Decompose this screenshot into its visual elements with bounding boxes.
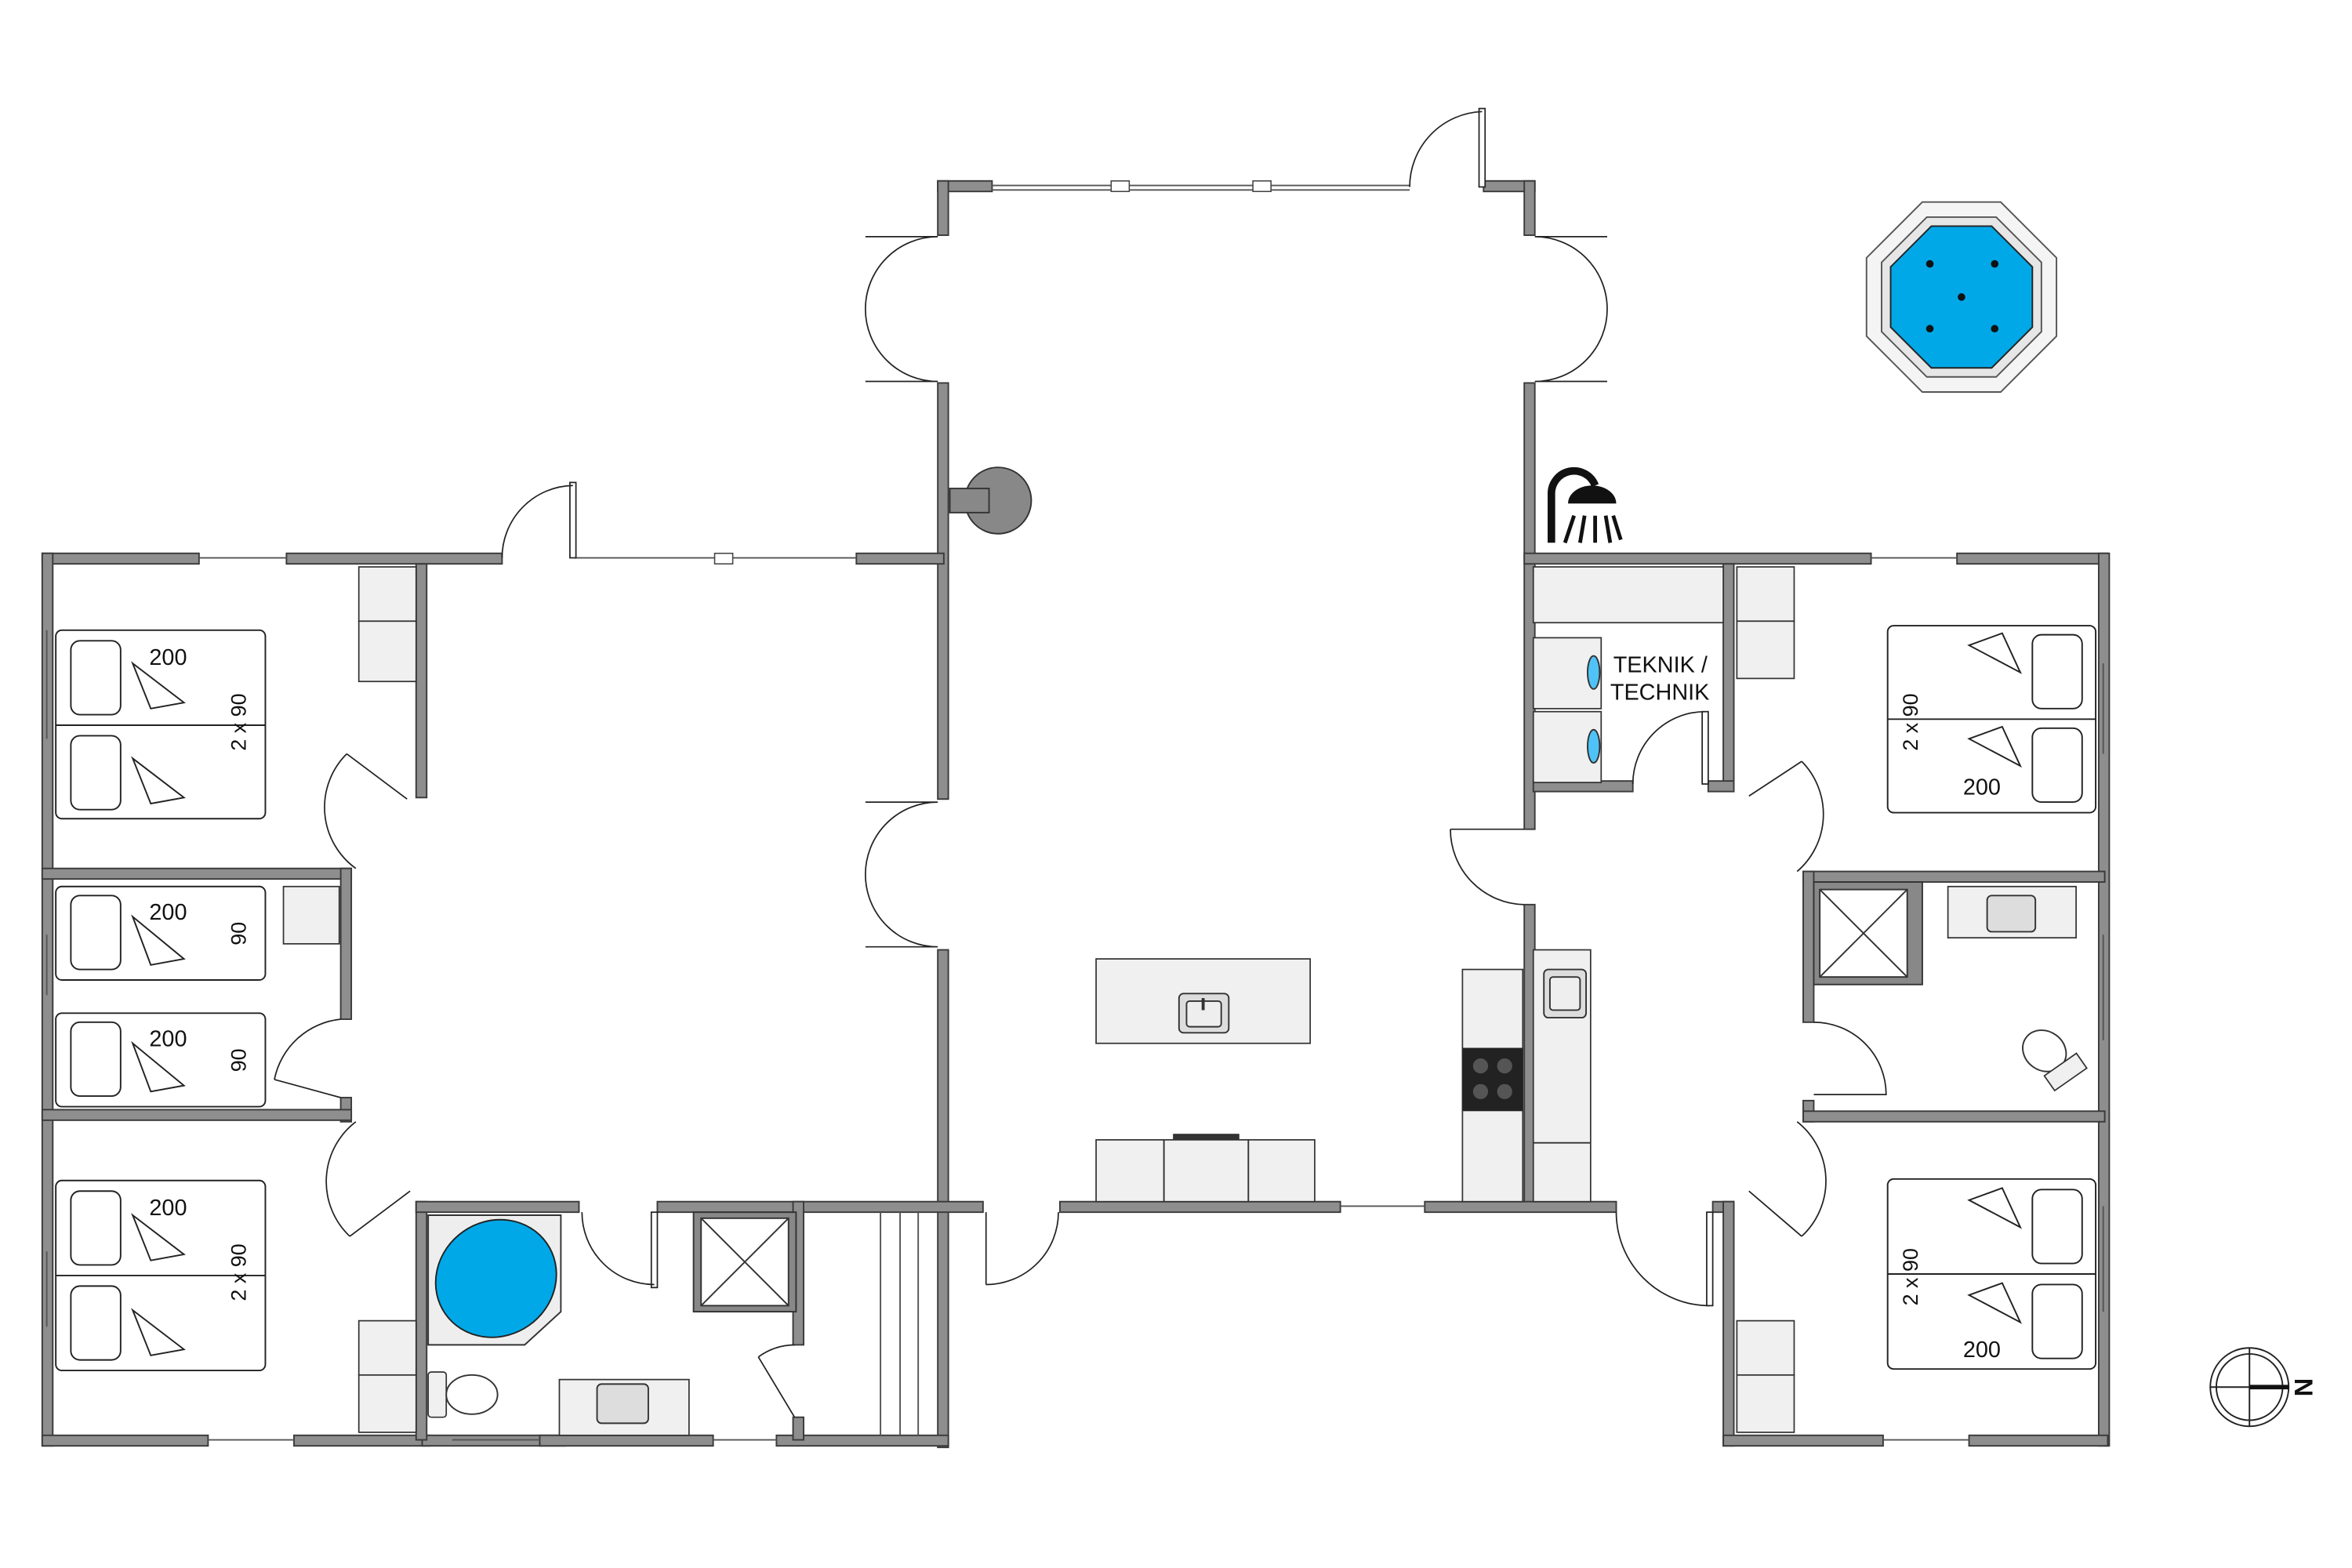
door-bedroom-lm [274,1018,341,1098]
door-bedroom-rt [1748,760,1824,873]
bathroom-left [427,1211,797,1436]
bed-right-bottom: 200 2 x 90 [1886,1178,2097,1370]
doors [274,107,1887,1418]
bed-left-mid1: 200 90 [55,885,267,981]
walls [41,180,2111,1449]
bed-length: 200 [149,900,187,925]
stove-icon [1462,1047,1523,1112]
double-door-left-upper [864,236,938,383]
door-bottom-center [985,1212,1059,1286]
sink-icon [1178,993,1230,1034]
outdoor-shower-icon [1548,466,1623,544]
door-bedroom-lt [324,753,408,869]
door-bathroom [581,1211,659,1289]
room-label-line2: TECHNIK [1610,680,1710,705]
bed-left-top: 200 2 x 90 [55,629,267,820]
cabinets [282,566,1795,1436]
shower-tray-icon [1813,881,1923,985]
bed-width: 2 x 90 [227,1243,250,1301]
bed-length: 200 [149,645,187,670]
kitchen [1095,949,1592,1203]
hot-tub-icon [1865,201,2058,393]
shower-tray-icon [692,1211,797,1313]
door-top-right-entry [1409,107,1486,188]
door-bathroom-inner [757,1344,796,1418]
toilet-icon [427,1371,499,1418]
bed-length: 200 [1963,775,2001,800]
door-bedroom-lb [325,1121,411,1237]
sink-icon [558,1378,690,1436]
double-door-right-upper [1534,236,1608,383]
bed-left-bottom: 200 2 x 90 [55,1179,267,1372]
door-left-wing-entry [501,481,577,559]
bed-length: 200 [149,1196,187,1221]
sink-icon [1543,968,1588,1019]
bathroom-right [1813,881,2088,1092]
washing-machine-icon [1532,637,1602,710]
compass-north-label: N [2289,1378,2318,1397]
door-bath-right [1813,1021,1887,1096]
bed-width: 2 x 90 [227,693,250,750]
compass-icon: N [2209,1347,2318,1428]
bed-length: 200 [149,1027,187,1052]
bed-width: 90 [227,1048,250,1072]
windows [45,180,2104,1441]
toilet-icon [2022,1029,2088,1092]
bed-left-mid2: 200 90 [55,1012,267,1108]
bed-width: 2 x 90 [1899,693,1922,750]
double-door-left-lower [864,801,938,948]
room-label-line1: TEKNIK / [1613,653,1708,678]
fireplace-icon [949,466,1033,535]
sink-icon [1947,885,2077,939]
door-right-hall [1450,828,1525,906]
bed-length: 200 [1963,1338,2001,1363]
bed-right-top: 200 2 x 90 [1886,625,2097,814]
bed-width: 90 [227,922,250,946]
bed-width: 2 x 90 [1899,1248,1922,1305]
door-bedroom-rb [1748,1121,1827,1237]
beds: 200 2 x 90 200 90 200 90 200 2 x 90 [55,625,2097,1372]
utility-room: TEKNIK / TECHNIK [1532,637,1710,783]
door-teknik [1632,710,1709,785]
bathtub-icon [427,1214,562,1346]
door-bottom-right [1615,1211,1714,1307]
washing-machine-icon [1532,710,1602,783]
stairs [880,1212,920,1436]
